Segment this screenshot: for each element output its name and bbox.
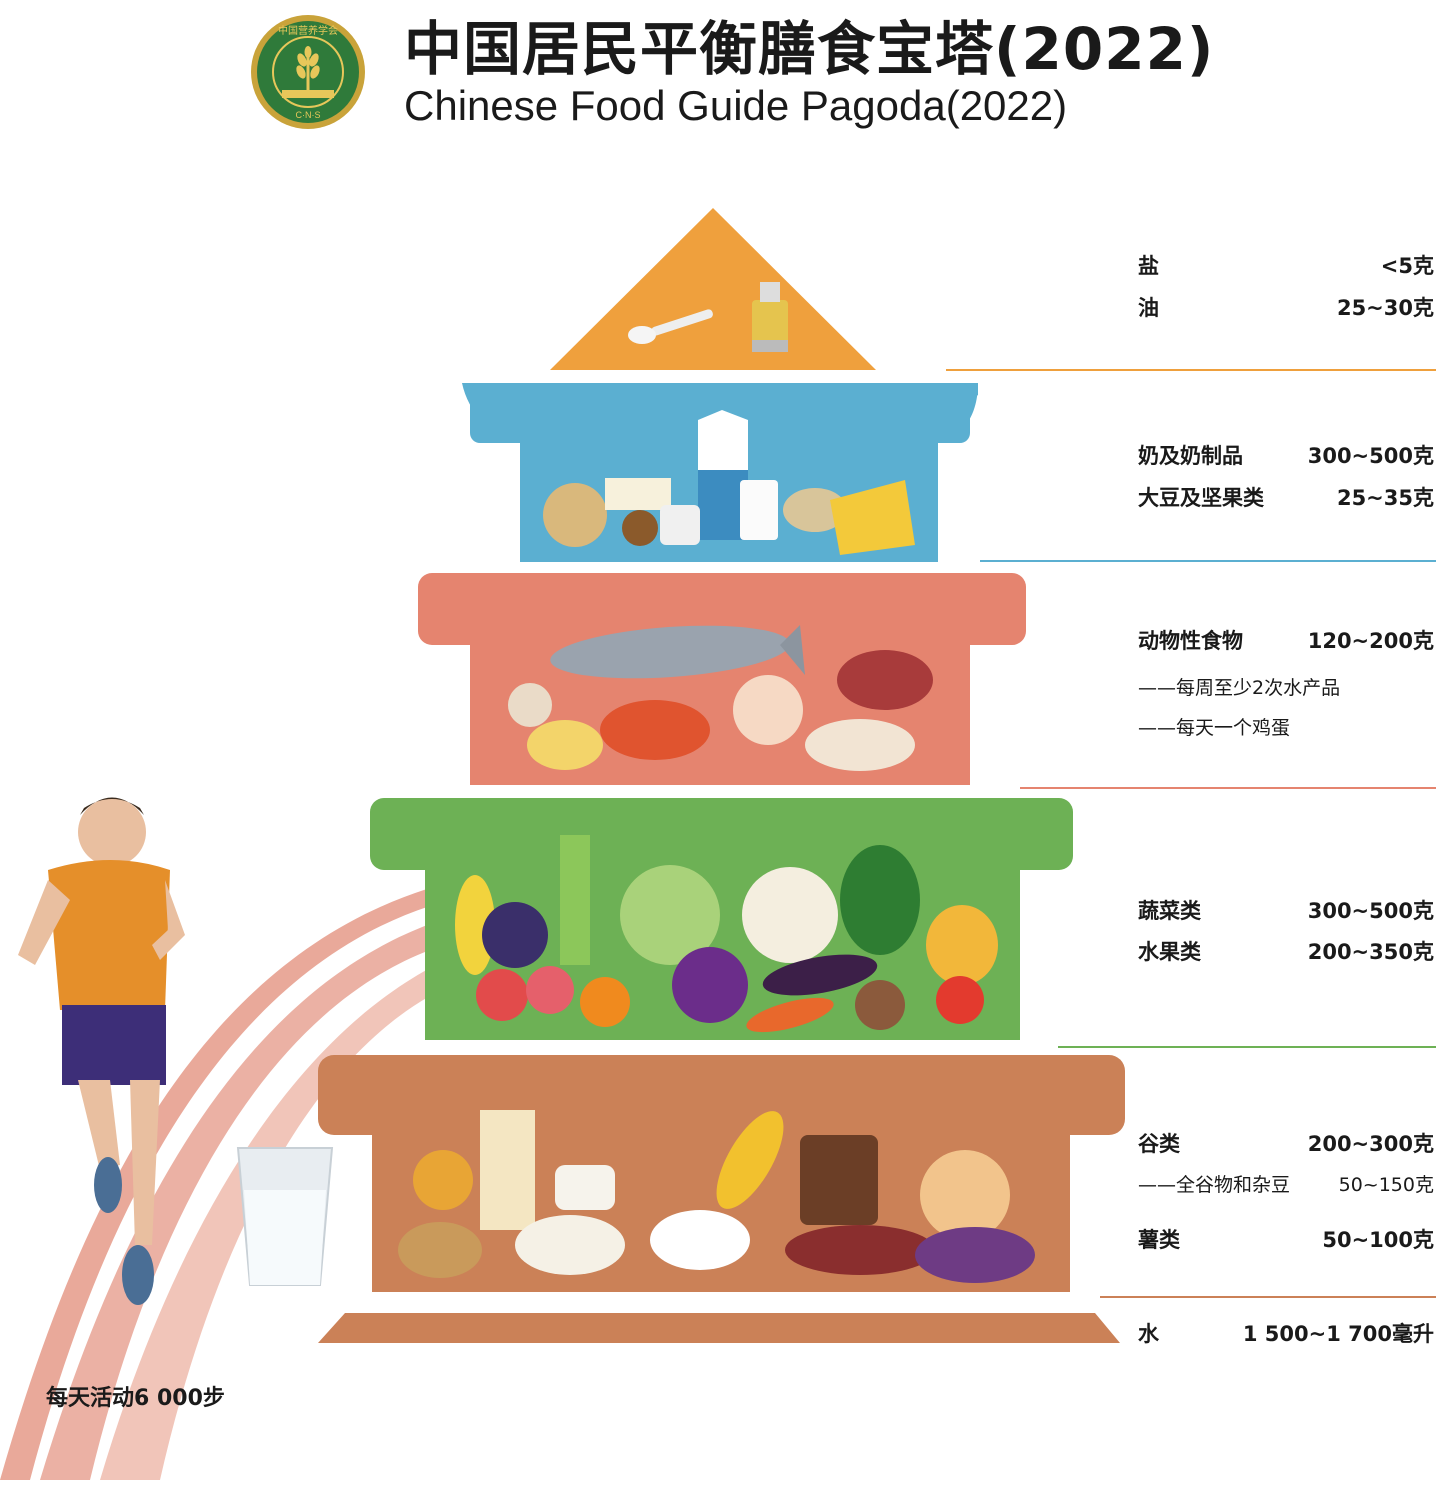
dairy-value: 300~500克	[1307, 444, 1434, 468]
animal-value: 120~200克	[1307, 629, 1434, 653]
whole-grain-label: ——全谷物和杂豆	[1138, 1174, 1291, 1196]
activity-label: 每天活动6 000步	[46, 1386, 225, 1411]
corn-icon	[716, 1111, 784, 1209]
soy-nuts-label: 大豆及坚果类	[1138, 486, 1264, 510]
salt-oil-divider	[946, 369, 1436, 371]
water-glass-icon	[236, 1147, 334, 1286]
nuts-icon	[622, 510, 658, 546]
animal-note-seafood: ——每周至少2次水产品	[1138, 677, 1341, 699]
level-grain	[318, 1055, 1125, 1292]
carrot-icon	[746, 997, 834, 1033]
title-chinese: 中国居民平衡膳食宝塔(2022)	[404, 15, 1215, 83]
pepper-icon	[926, 905, 998, 985]
cauliflower-icon	[742, 867, 838, 963]
fruits-label: 水果类	[1138, 940, 1201, 964]
orange-icon	[580, 977, 630, 1027]
yogurt-icon	[660, 505, 700, 545]
steamed-bun-icon	[555, 1165, 615, 1210]
chicken-leg-icon	[805, 719, 915, 771]
oil-value: 25~30克	[1336, 296, 1434, 320]
tofu-icon	[605, 478, 671, 510]
animal-label: 动物性食物	[1138, 629, 1243, 653]
level-animal	[418, 573, 1026, 785]
vegetables-label: 蔬菜类	[1138, 899, 1201, 923]
beans-icon	[785, 1225, 935, 1275]
level-salt-oil	[550, 208, 876, 370]
animal-note-egg: ——每天一个鸡蛋	[1138, 717, 1291, 739]
veg-divider	[1058, 1046, 1436, 1048]
water-base	[318, 1313, 1120, 1343]
soy-nuts-value: 25~35克	[1336, 486, 1434, 510]
celery-icon	[560, 835, 590, 965]
shrimp-icon	[600, 700, 710, 760]
title-english: Chinese Food Guide Pagoda(2022)	[404, 82, 1068, 129]
cabbage-icon	[620, 865, 720, 965]
mushroom-icon	[855, 980, 905, 1030]
grains-value: 200~300克	[1307, 1132, 1434, 1156]
cns-logo: C·N·S 中国营养学会	[251, 15, 365, 129]
level-veg-fruit	[370, 798, 1073, 1040]
soybeans-icon	[543, 483, 607, 547]
eggplant-icon	[762, 954, 878, 996]
grapes-icon	[482, 902, 548, 968]
salt-spoon-icon	[628, 309, 713, 344]
dumplings-icon	[515, 1215, 625, 1275]
beef-icon	[837, 650, 933, 710]
water-label: 水	[1138, 1322, 1159, 1346]
level-dairy-soy	[462, 383, 978, 562]
animal-divider	[1020, 787, 1436, 789]
oil-label: 油	[1138, 296, 1159, 320]
peach-icon	[526, 966, 574, 1014]
fruits-value: 200~350克	[1307, 940, 1434, 964]
apple-icon	[476, 969, 528, 1021]
cheese-icon	[830, 480, 915, 555]
logo-abbr: C·N·S	[296, 110, 321, 120]
salt-label: 盐	[1138, 254, 1159, 278]
tomato-icon	[936, 976, 984, 1024]
cookies-icon	[413, 1150, 473, 1210]
milk-glass-icon	[740, 480, 778, 540]
running-track	[0, 888, 430, 1480]
banana-icon	[455, 875, 495, 975]
dairy-label: 奶及奶制品	[1138, 444, 1243, 468]
vegetables-value: 300~500克	[1307, 899, 1434, 923]
runner-icon	[18, 797, 185, 1305]
logo-org-text: 中国营养学会	[278, 24, 338, 37]
wheat-emblem-icon	[282, 46, 334, 98]
grains-label: 谷类	[1138, 1132, 1180, 1156]
quail-eggs-icon	[508, 683, 552, 727]
scallop-icon	[733, 675, 803, 745]
tubers-value: 50~100克	[1322, 1228, 1434, 1252]
greens-icon	[840, 845, 920, 955]
whole-grain-value: 50~150克	[1338, 1174, 1434, 1196]
rice-bowl-icon	[650, 1210, 750, 1270]
water-value: 1 500~1 700毫升	[1242, 1322, 1434, 1346]
bread-icon	[800, 1135, 878, 1225]
salt-value: <5克	[1380, 254, 1434, 278]
tubers-label: 薯类	[1138, 1228, 1180, 1252]
grain-divider	[1100, 1296, 1436, 1298]
dairy-divider	[980, 560, 1436, 562]
boiled-egg-icon	[527, 720, 603, 770]
potato-icon	[398, 1222, 482, 1278]
fish-icon	[550, 625, 805, 679]
noodles-icon	[480, 1110, 535, 1230]
milk-carton-icon	[698, 410, 748, 540]
oil-bottle-icon	[752, 282, 788, 352]
purple-cabbage-icon	[672, 947, 748, 1023]
sweet-potato-icon	[915, 1227, 1035, 1283]
